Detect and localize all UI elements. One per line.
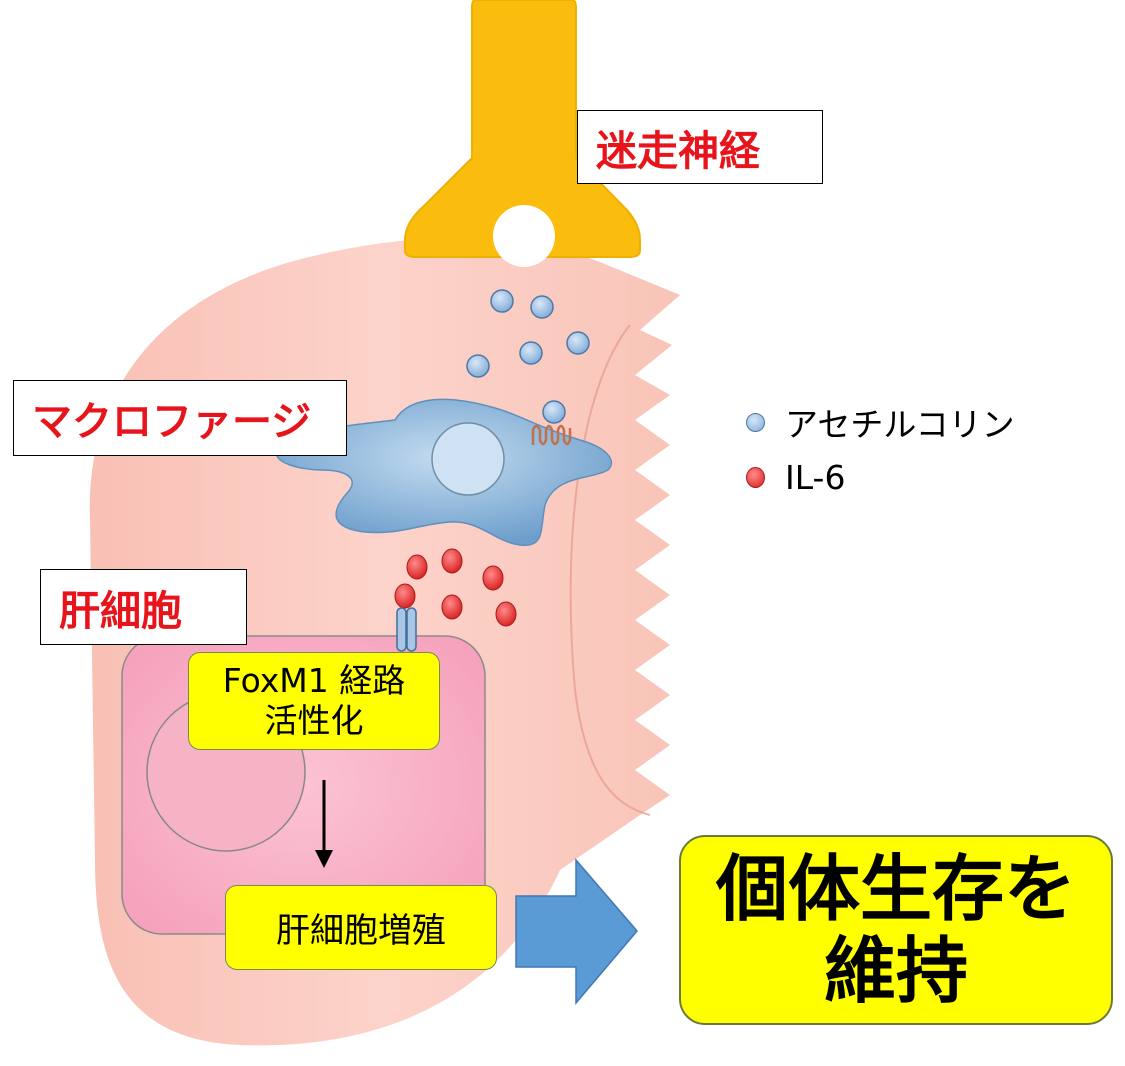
hepatocyte-label-text: 肝細胞: [59, 587, 182, 635]
acetylcholine-molecules: [466, 289, 590, 424]
acetylcholine-dot: [530, 295, 554, 319]
il6-dot: [406, 554, 428, 580]
down-arrow-head: [315, 850, 333, 868]
foxm1-activation-box: FoxM1 経路 活性化: [188, 652, 440, 750]
acetylcholine-dot: [519, 341, 543, 365]
legend-acetylcholine-text: アセチルコリン: [785, 405, 1015, 444]
vagus-nerve: [404, 0, 641, 258]
il6-receptor: [396, 607, 417, 652]
liver-surface-line: [569, 324, 651, 816]
acetylcholine-dot: [566, 331, 590, 355]
foxm1-line2: 活性化: [264, 701, 364, 740]
macrophage-label-text: マクロファージ: [32, 399, 312, 445]
right-arrow: [515, 857, 638, 1006]
proliferation-text: 肝細胞増殖: [276, 911, 446, 951]
vagus-nerve-label: 迷走神経: [577, 110, 823, 184]
il6-dot: [495, 601, 517, 627]
il6-dot: [394, 583, 416, 609]
il6-dot: [441, 594, 463, 620]
acetylcholine-dot: [490, 289, 514, 313]
foxm1-line1: FoxM1 経路: [222, 661, 406, 700]
il6-dot: [482, 565, 504, 591]
vagus-nerve-label-text: 迷走神経: [596, 127, 760, 175]
macrophage-receptor: [531, 424, 572, 446]
hepatocyte-label: 肝細胞: [40, 569, 247, 645]
acetylcholine-legend-icon: [746, 412, 765, 432]
macrophage-label: マクロファージ: [13, 380, 347, 456]
legend-il6-text: IL-6: [785, 458, 846, 497]
legend-il6: IL-6: [746, 458, 845, 497]
nerve-terminal: [493, 205, 555, 267]
survival-box: 個体生存を 維持: [679, 835, 1113, 1025]
acetylcholine-dot: [542, 400, 566, 424]
acetylcholine-dot: [466, 354, 490, 378]
il6-molecules: [394, 548, 517, 627]
survival-line2: 維持: [823, 929, 968, 1013]
survival-line1: 個体生存を: [715, 847, 1076, 931]
macrophage-nucleus: [431, 422, 505, 496]
il6-legend-icon: [746, 467, 765, 488]
hepatocyte-proliferation-box: 肝細胞増殖: [225, 885, 497, 970]
il6-dot: [441, 548, 463, 574]
legend-acetylcholine: アセチルコリン: [746, 398, 1015, 446]
